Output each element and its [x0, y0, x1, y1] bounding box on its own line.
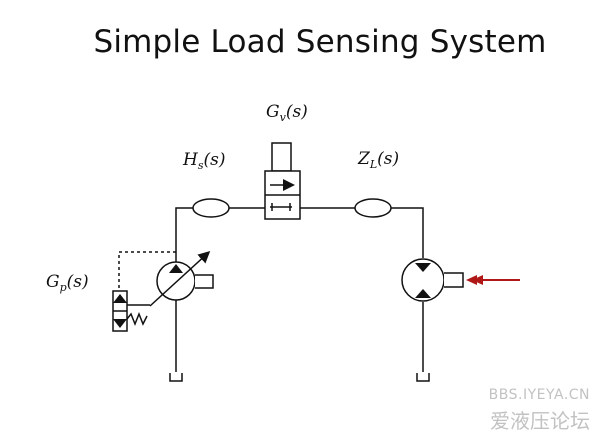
load-arrow-icon [466, 275, 520, 285]
motor-tank [416, 373, 430, 382]
zl-label: ZL(s) [357, 149, 399, 171]
tank-symbols [169, 373, 430, 382]
pump-tank [169, 373, 183, 382]
gv-label: Gv(s) [266, 102, 308, 124]
pump-shaft [195, 274, 214, 289]
watermark-forum-name: 爱液压论坛 [490, 409, 590, 433]
compensator-upper-triangle [113, 294, 127, 303]
slide-title: Simple Load Sensing System [93, 24, 547, 60]
motor-outlet-triangle [415, 289, 431, 298]
valve-solenoid [271, 142, 292, 172]
line-to-motor [390, 207, 424, 258]
hydraulic-lines [175, 207, 424, 372]
valve-blocked-ports [270, 203, 292, 211]
load-sense-pilot-line [118, 251, 176, 291]
gp-label: Gp(s) [46, 272, 89, 294]
compensator-spring [126, 311, 148, 327]
hydraulic-motor [401, 258, 464, 302]
hs-line-element [192, 198, 230, 218]
pump-outlet-line [175, 207, 193, 262]
hs-label: Hs(s) [182, 150, 225, 172]
pump-outlet-triangle [169, 264, 183, 273]
motor-shaft [444, 272, 464, 288]
watermark-url: BBS.IYEYA.CN [488, 387, 590, 403]
pump-variable-arrow [149, 250, 211, 307]
load-arrow-head-2 [472, 275, 483, 285]
motor-inlet-triangle [415, 263, 431, 272]
load-arrow-head-1 [466, 275, 477, 285]
control-valve [264, 142, 301, 220]
compensator-lower-triangle [113, 319, 127, 328]
variable-pump [149, 250, 214, 307]
pump-compensator [112, 251, 176, 332]
zl-line-element [354, 198, 392, 218]
